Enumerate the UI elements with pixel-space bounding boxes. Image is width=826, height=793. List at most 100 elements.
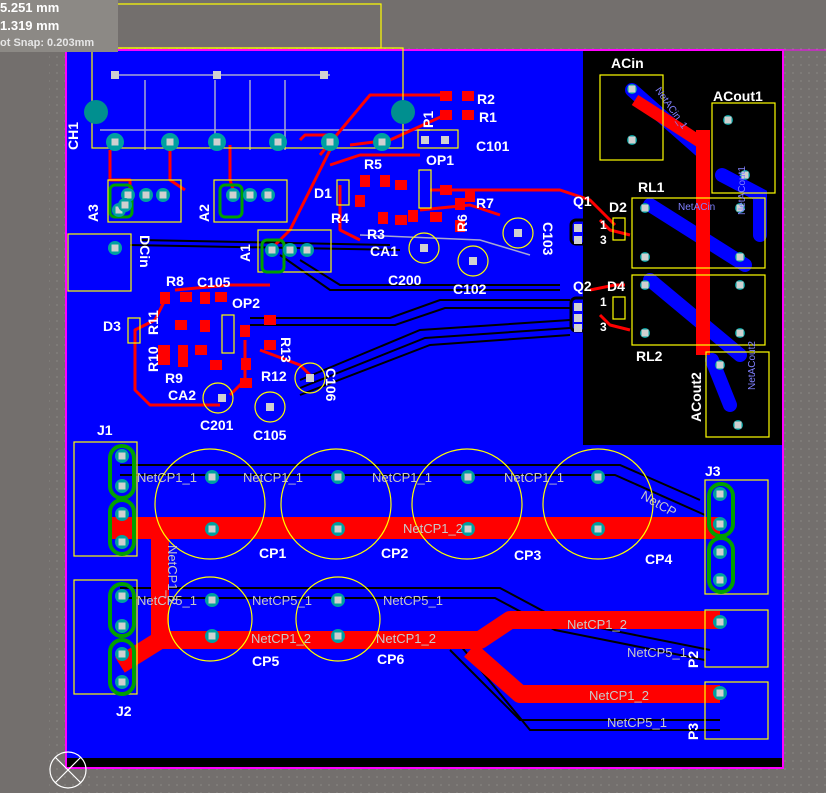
net-label: NetCP1_2 <box>165 545 180 605</box>
smd-pad <box>200 320 210 332</box>
label-d4: D4 <box>607 278 625 294</box>
label-p2: P2 <box>685 651 701 668</box>
label-cp4: CP4 <box>645 551 672 567</box>
smd-pad <box>380 175 390 187</box>
smd-pad <box>180 292 192 302</box>
net-label: NetCP1_2 <box>403 521 463 536</box>
hud-y: 1.319 mm <box>0 18 60 33</box>
through-hole-pad <box>713 545 727 559</box>
label-r13: R13 <box>278 337 294 363</box>
smd-pad <box>200 292 210 304</box>
through-hole-pad <box>261 188 275 202</box>
net-label: NetCP1_2 <box>589 688 649 703</box>
through-hole-pad <box>118 198 132 212</box>
through-hole-pad <box>735 252 745 262</box>
smd-pad <box>360 175 370 187</box>
label-cp5: CP5 <box>252 653 279 669</box>
through-hole-pad <box>243 188 257 202</box>
inner-layer-traces <box>100 74 531 256</box>
through-hole-pad <box>735 280 745 290</box>
smd-pad <box>178 355 188 367</box>
through-hole-pad <box>115 535 129 549</box>
through-hole-pad <box>591 522 605 536</box>
through-hole-pad <box>733 420 743 430</box>
bottom-copper-pour <box>66 50 783 758</box>
label-c105b: C105 <box>253 427 287 443</box>
smd-pad <box>195 345 207 355</box>
through-hole-pad <box>205 470 219 484</box>
through-hole-pad <box>713 686 727 700</box>
through-hole-pad <box>283 243 297 257</box>
coordinate-readout: 5.251 mm 1.319 mm ot Snap: 0.203mm <box>0 0 118 52</box>
smd-pad <box>240 325 250 337</box>
label-cp6: CP6 <box>377 651 404 667</box>
label-p1: P1 <box>420 111 436 128</box>
net-label: NetCP5_1 <box>383 593 443 608</box>
through-hole-pad <box>115 589 129 603</box>
designator-labels: CH1 A3 A2 A1 DCin R2 R1 P1 C101 OP1 R5 D… <box>65 55 763 740</box>
through-hole-pad <box>373 133 391 151</box>
smd-pad <box>462 91 474 101</box>
label-r2: R2 <box>477 91 495 107</box>
label-r7: R7 <box>476 195 494 211</box>
square-pad <box>213 71 221 79</box>
through-hole-pad <box>461 522 475 536</box>
connector-outlines <box>108 444 735 696</box>
through-hole-pad <box>723 115 733 125</box>
net-label: NetCP1_2 <box>376 631 436 646</box>
net-label: NetACout1 <box>737 166 748 215</box>
square-pad <box>574 303 582 311</box>
label-r5: R5 <box>364 156 382 172</box>
through-hole-pad <box>321 133 339 151</box>
top-traces-signal <box>108 93 631 407</box>
label-r3: R3 <box>367 226 385 242</box>
square-pad <box>306 374 314 382</box>
net-label: NetCP1_2 <box>567 617 627 632</box>
through-hole-pad <box>108 241 122 255</box>
smd-pads <box>158 91 475 388</box>
square-pad <box>420 244 428 252</box>
through-hole-pad <box>331 470 345 484</box>
hud-snap: ot Snap: 0.203mm <box>0 37 95 49</box>
mounting-hole <box>391 100 415 124</box>
label-q1: Q1 <box>573 193 592 209</box>
label-dcin: DCin <box>137 235 153 268</box>
through-hole-pad <box>735 328 745 338</box>
through-hole-pad <box>713 487 727 501</box>
square-pad <box>266 403 274 411</box>
label-op1: OP1 <box>426 152 454 168</box>
silkscreen <box>49 3 776 789</box>
label-op2: OP2 <box>232 295 260 311</box>
through-hole-pad <box>265 243 279 257</box>
smd-pad <box>378 212 388 224</box>
through-hole-pad <box>161 133 179 151</box>
through-hole-pad <box>591 470 605 484</box>
through-hole-pad <box>715 360 725 370</box>
net-label: NetCP1_2 <box>251 631 311 646</box>
label-c102: C102 <box>453 281 487 297</box>
through-hole-pad <box>106 133 124 151</box>
square-pad <box>469 257 477 265</box>
through-hole-pad <box>115 479 129 493</box>
through-hole-pad <box>208 133 226 151</box>
label-ch1: CH1 <box>65 122 81 150</box>
label-r4: R4 <box>331 210 349 226</box>
through-hole-pad <box>115 675 129 689</box>
label-ca1: CA1 <box>370 243 398 259</box>
component-bodies <box>108 183 595 333</box>
through-hole-pad <box>331 522 345 536</box>
smd-pad <box>264 340 276 350</box>
smd-pad <box>240 378 252 388</box>
pads <box>84 71 750 700</box>
through-hole-pad <box>156 188 170 202</box>
smd-pad <box>430 212 442 222</box>
through-hole-pad <box>115 449 129 463</box>
smd-pad <box>264 315 276 325</box>
net-label: NetACin <box>678 202 715 213</box>
smd-pad <box>178 345 188 357</box>
square-pad <box>421 136 429 144</box>
smd-pad <box>158 345 170 355</box>
through-hole-pad <box>627 135 637 145</box>
label-c106: C106 <box>323 368 339 402</box>
